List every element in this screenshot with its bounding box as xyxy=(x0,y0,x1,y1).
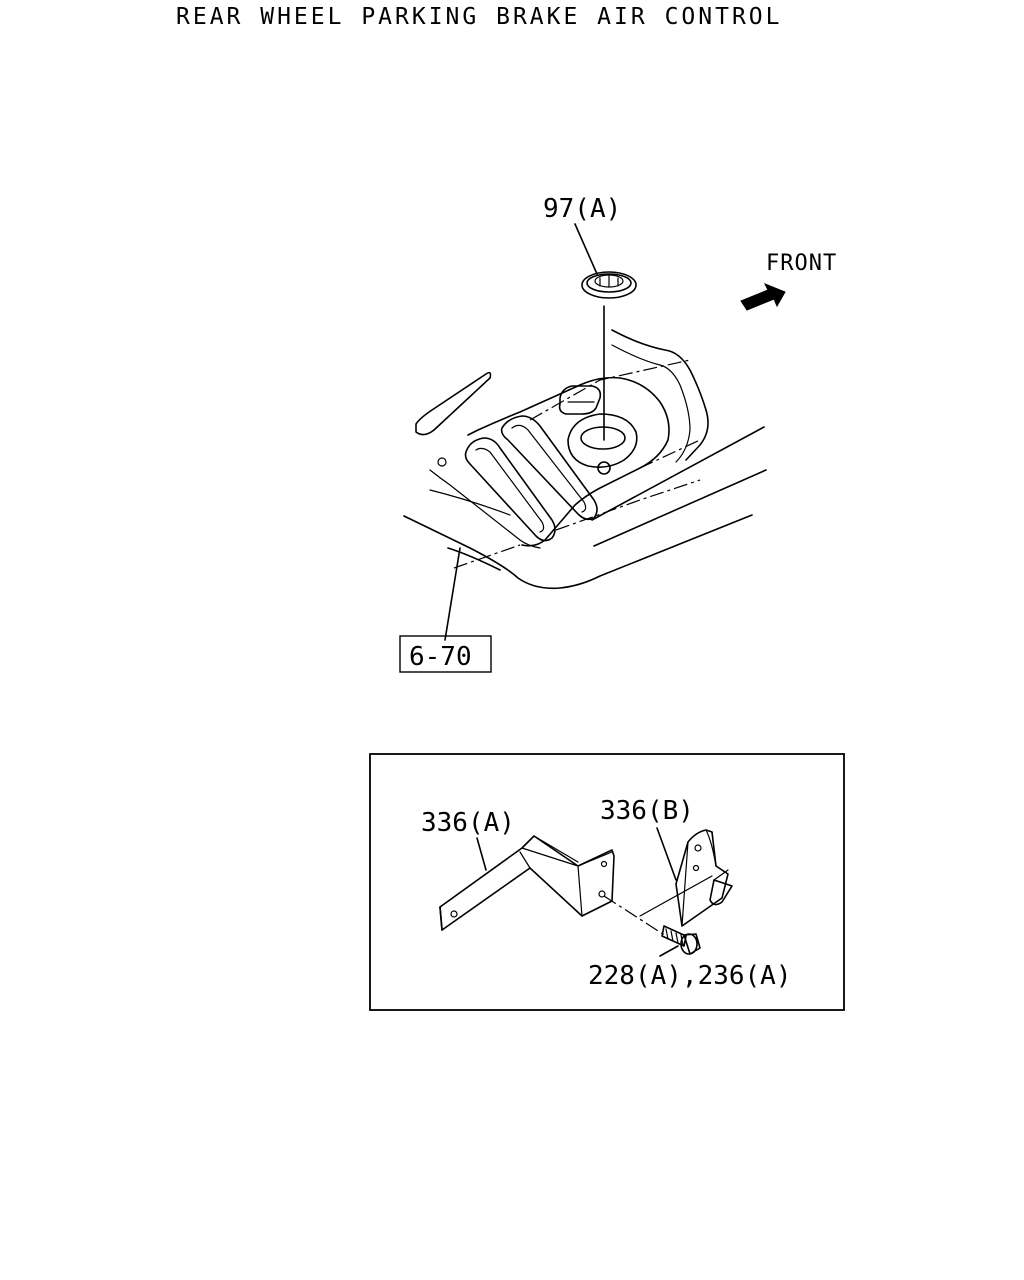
grommet-part xyxy=(581,271,637,299)
front-arrow-icon xyxy=(740,283,786,311)
label-bolt: 228(A),236(A) xyxy=(588,961,792,991)
leader-line xyxy=(656,827,677,881)
label-floor-ref: 6-70 xyxy=(409,642,472,672)
leader-line xyxy=(476,837,487,871)
bracket-b-part xyxy=(675,829,733,927)
leader-line xyxy=(659,945,679,957)
leader-line xyxy=(444,547,461,641)
page-title: REAR WHEEL PARKING BRAKE AIR CONTROL xyxy=(176,4,783,30)
assembly-line xyxy=(639,875,713,917)
bolt-part xyxy=(661,925,701,955)
detail-inset-frame xyxy=(369,753,845,1011)
label-grommet: 97(A) xyxy=(543,194,621,224)
reference-box xyxy=(399,635,492,673)
bracket-a-part xyxy=(439,835,615,931)
label-bracket-b: 336(B) xyxy=(600,796,694,826)
floor-panel-drawing xyxy=(403,329,767,590)
label-front: FRONT xyxy=(766,251,837,276)
leader-line xyxy=(574,223,598,275)
assembly-line xyxy=(603,895,667,937)
label-bracket-a: 336(A) xyxy=(421,808,515,838)
